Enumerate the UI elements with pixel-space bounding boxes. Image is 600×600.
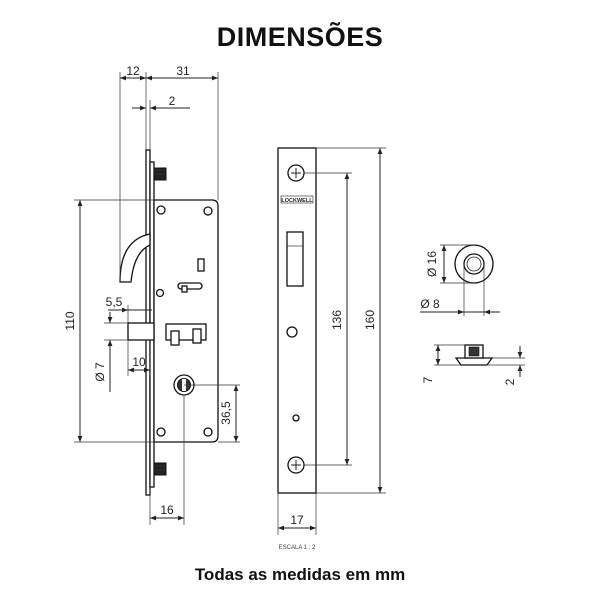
dim-17: 17 — [290, 513, 304, 527]
page-title: DIMENSÕES — [216, 22, 384, 52]
hook-bolt — [119, 233, 151, 283]
follower-tab-left — [170, 330, 180, 346]
faceplate-front — [277, 147, 317, 494]
dim-36-5: 36,5 — [219, 401, 233, 425]
dim-2-top: 2 — [169, 94, 176, 108]
small-hole — [292, 414, 300, 422]
rivet-bottom-right — [203, 427, 213, 437]
rivet-top-left — [156, 205, 166, 215]
front-view-dimensions — [277, 147, 386, 535]
scale-note: ESCALA 1 : 2 — [279, 545, 316, 551]
cam-pin — [181, 285, 188, 293]
bushing-dimensions — [420, 244, 500, 316]
lock-side-view — [119, 149, 219, 496]
hook-slot — [286, 231, 304, 287]
dim-diameter-7: Ø 7 — [93, 362, 107, 382]
bottom-screw-nub — [153, 462, 167, 476]
follower-tab-right — [192, 328, 202, 344]
dim-10: 10 — [132, 355, 146, 369]
latch-bolt — [127, 322, 155, 341]
dim-2-side: 2 — [503, 378, 517, 385]
dim-12: 12 — [126, 64, 140, 78]
units-footer: Todas as medidas em mm — [194, 565, 406, 584]
dim-7-side: 7 — [421, 376, 435, 383]
dim-diameter-8: Ø 8 — [420, 297, 440, 311]
bushing-top-view — [454, 244, 494, 284]
bushing-side-dimensions — [434, 344, 525, 377]
dim-31: 31 — [176, 64, 190, 78]
dim-110: 110 — [63, 311, 77, 330]
side-view-dimensions — [74, 72, 240, 525]
dim-diameter-16: Ø 16 — [425, 251, 439, 277]
rivet-mid — [155, 288, 165, 298]
lock-case — [153, 199, 219, 443]
latch-hole — [286, 326, 298, 338]
brand-logo-text: LOCKWELL — [281, 198, 313, 204]
slot-part — [197, 258, 205, 272]
rivet-bottom-left — [156, 427, 166, 437]
brand-logo — [280, 195, 314, 204]
dim-16-bottom: 16 — [160, 503, 174, 517]
faceplate-front-view: LOCKWELL — [277, 147, 317, 494]
dim-160: 160 — [363, 310, 377, 330]
dim-5-5: 5,5 — [106, 295, 123, 309]
dim-136: 136 — [330, 310, 344, 330]
bushing-side-view — [454, 344, 494, 366]
bushing-flange — [454, 357, 494, 366]
rivet-top-right — [203, 206, 213, 216]
